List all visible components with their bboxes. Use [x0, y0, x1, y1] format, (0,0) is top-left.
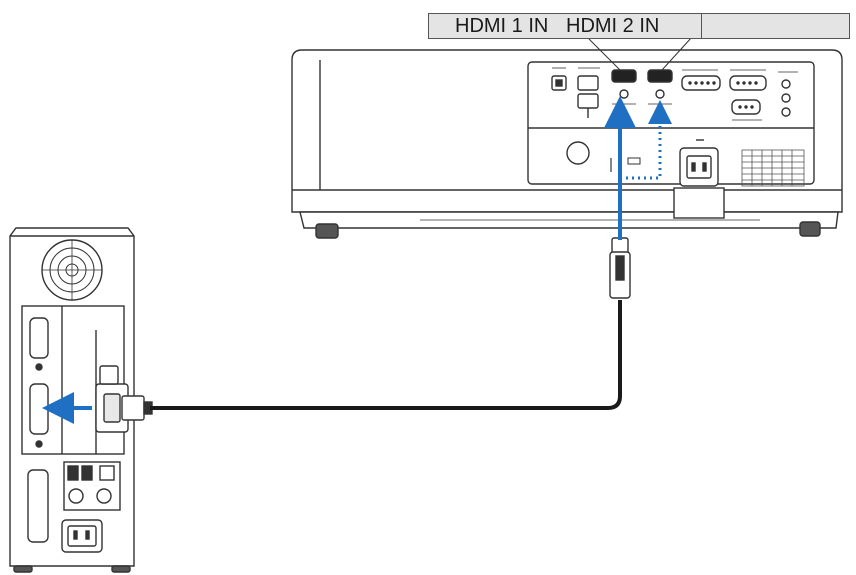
hdmi2-label: HDMI 2 IN [566, 14, 660, 37]
hdmi1-label: HDMI 1 IN [455, 14, 549, 37]
hdmi1-leader-line [587, 37, 621, 71]
hdmi-plug-icon [609, 237, 631, 299]
vent-grid [741, 149, 805, 187]
dvi-connector-icon [95, 365, 153, 433]
hdmi1-label-box: HDMI 1 IN [428, 13, 702, 39]
hdmi-cable [150, 300, 622, 410]
hdmi2-label-box [701, 13, 850, 39]
arrow-to-hdmi2 [620, 100, 672, 180]
projector-icon [291, 49, 843, 239]
hdmi-port-2 [647, 69, 673, 99]
signal-arrow-icon [42, 96, 672, 424]
